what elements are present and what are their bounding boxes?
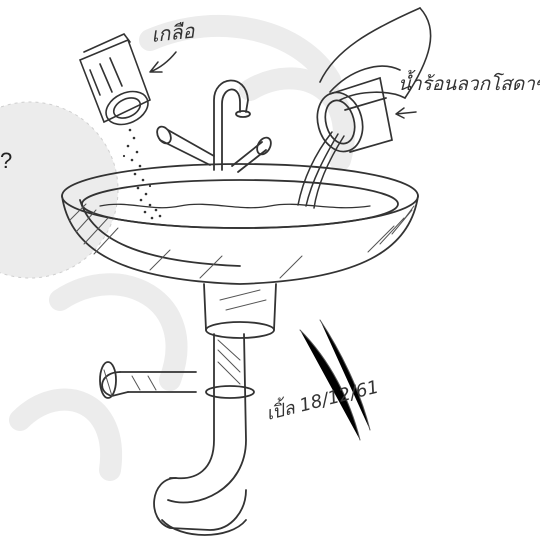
faucet (156, 79, 272, 173)
water-stream (297, 131, 345, 209)
basin (61, 163, 419, 285)
boiling-water-arrow (395, 107, 417, 119)
hand (319, 7, 432, 101)
question-mark: ? (0, 148, 12, 173)
salt-label-arrow (149, 51, 177, 73)
signature-text: เปิ้ล 18/12/61 (263, 373, 381, 425)
salt-label: เกลือ (150, 18, 196, 46)
pouring-cup-icon (316, 76, 393, 153)
basin-shading (69, 203, 415, 279)
watermark-badge (0, 101, 119, 279)
salt-shaker-icon (78, 33, 152, 126)
drain-pipe (99, 283, 277, 536)
salt-stream (122, 128, 162, 220)
signature: เปิ้ล 18/12/61 (263, 373, 381, 425)
pipe-shading (103, 289, 371, 441)
boiling-water-label: น้ำร้อนลวกโสดาซู (398, 69, 540, 95)
